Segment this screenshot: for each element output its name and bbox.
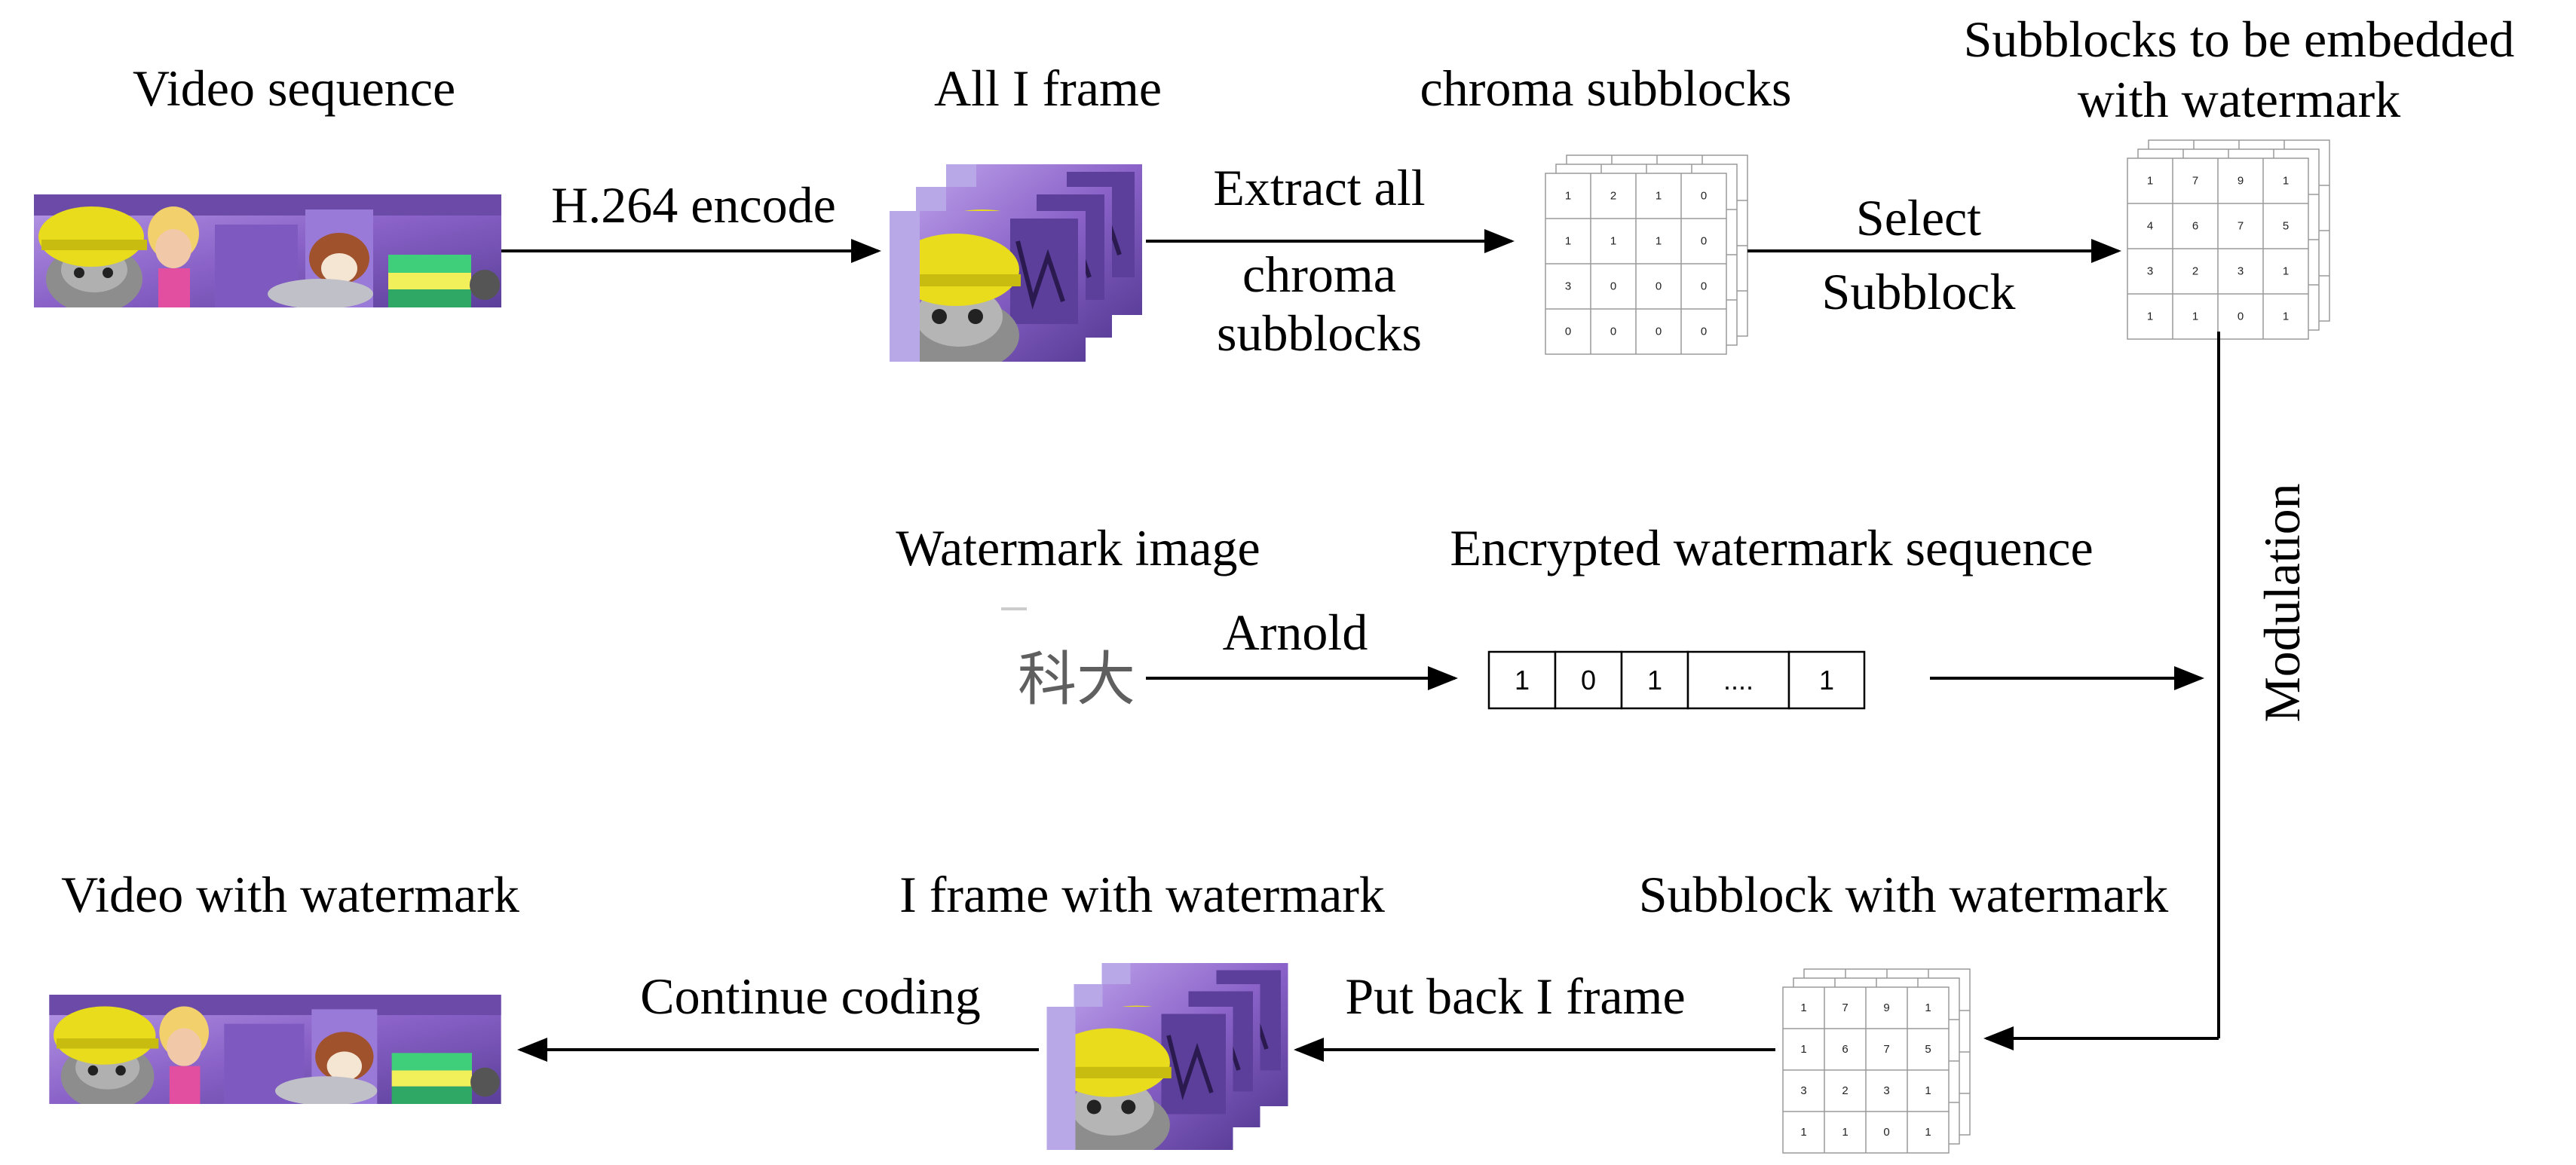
video-sequence-image: [34, 194, 501, 307]
matrix-cell: 1: [1800, 1126, 1806, 1139]
matrix-cell: 1: [2283, 175, 2289, 188]
label-extract-1: Extract all: [1213, 159, 1425, 216]
matrix-cell: 1: [2192, 310, 2198, 323]
sequence-cell: [1487, 650, 1557, 710]
sequence-cell: [1620, 650, 1689, 710]
matrix-cell: 3: [2147, 265, 2153, 278]
label-put-back-i-frame: Put back I frame: [1345, 968, 1685, 1025]
matrix-cell: 5: [1925, 1043, 1931, 1056]
sequence-cell-value: 1: [1515, 665, 1530, 696]
matrix-cell: 7: [2192, 175, 2198, 188]
matrix-cell: 7: [1842, 1001, 1848, 1014]
matrix-cell: 1: [1656, 235, 1662, 248]
matrix-cell: 9: [1883, 1001, 1889, 1014]
matrix-cell: 2: [2192, 265, 2198, 278]
matrix-cell: 1: [2147, 310, 2153, 323]
matrix-cell: 0: [1610, 280, 1616, 293]
label-extract-2: chroma: [1242, 246, 1396, 303]
label-modulation: Modulation: [2253, 483, 2311, 722]
matrix-cell: 1: [1656, 190, 1662, 203]
matrix-cell: 1: [2283, 265, 2289, 278]
matrix-cell: 2: [1842, 1084, 1848, 1097]
matrix-cell: 7: [1883, 1043, 1889, 1056]
label-video-sequence: Video sequence: [133, 60, 455, 117]
label-arnold: Arnold: [1223, 604, 1368, 661]
label-subblocks-embed-2: with watermark: [2078, 71, 2401, 128]
matrix-cell: 6: [1842, 1043, 1848, 1056]
matrix-cell: 0: [1610, 326, 1616, 338]
sequence-cell: [1787, 650, 1866, 710]
matrix-cell: 0: [1656, 280, 1662, 293]
watermark-image-tick: [1001, 607, 1027, 610]
matrix-cell: 0: [1701, 235, 1707, 248]
sequence-cell-value: 1: [1647, 665, 1662, 696]
label-select-1: Select: [1856, 189, 1981, 246]
matrix-cell: 0: [1656, 326, 1662, 338]
matrix-cell: 5: [2283, 220, 2289, 233]
label-continue-coding: Continue coding: [640, 968, 980, 1025]
matrix-cell: 1: [1800, 1043, 1806, 1056]
matrix-cell: 2: [1610, 190, 1616, 203]
matrix-cell: 3: [1565, 280, 1571, 293]
matrix-cell: 3: [1883, 1084, 1889, 1097]
label-select-2: Subblock: [1822, 263, 2016, 320]
encrypted-watermark-sequence: 1 0 1.... 1: [1487, 650, 1866, 710]
matrix-cell: 1: [1610, 235, 1616, 248]
matrix-cell: 1: [1925, 1001, 1931, 1014]
sequence-cell-value: 0: [1581, 665, 1596, 696]
matrix-cell: 7: [2238, 220, 2244, 233]
label-chroma-subblocks: chroma subblocks: [1420, 60, 1792, 117]
label-subblocks-embed-1: Subblocks to be embedded: [1964, 11, 2515, 68]
label-extract-3: subblocks: [1217, 304, 1422, 362]
matrix-cell: 0: [1883, 1126, 1889, 1139]
label-all-i-frame: All I frame: [934, 60, 1162, 117]
matrix-cell: 1: [1842, 1126, 1848, 1139]
matrix-cell: 1: [2283, 310, 2289, 323]
matrix-cell: 6: [2192, 220, 2198, 233]
video-with-watermark-image: [49, 995, 501, 1104]
label-i-frame-with-watermark: I frame with watermark: [899, 866, 1385, 923]
sequence-cell: [1554, 650, 1623, 710]
watermarked-i-frame-stack: [1047, 963, 1288, 1160]
matrix-cell: 0: [2238, 310, 2244, 323]
chroma-subblock-stack: 1 2 1 0 1 1 1 0 3 0 0 0 0 0 0 0: [1545, 154, 1748, 355]
i-frame-stack: [890, 164, 1142, 373]
matrix-cell: 0: [1701, 280, 1707, 293]
label-video-with-watermark: Video with watermark: [61, 866, 519, 923]
label-encrypted-sequence: Encrypted watermark sequence: [1450, 519, 2093, 576]
label-subblock-with-watermark: Subblock with watermark: [1639, 866, 2169, 923]
sequence-cell-value: 1: [1819, 665, 1834, 696]
matrix-cell: 9: [2238, 175, 2244, 188]
matrix-cell: 1: [1925, 1126, 1931, 1139]
matrix-cell: 1: [1800, 1001, 1806, 1014]
matrix-cell: 3: [2238, 265, 2244, 278]
matrix-cell: 1: [1925, 1084, 1931, 1097]
matrix-cell: 4: [2147, 220, 2153, 233]
matrix-cell: 0: [1565, 326, 1571, 338]
label-watermark-image: Watermark image: [896, 519, 1260, 576]
matrix-cell: 1: [1565, 190, 1571, 203]
watermark-image: 科大: [1018, 646, 1135, 714]
sequence-cell-value: ....: [1723, 665, 1754, 696]
label-h264-encode: H.264 encode: [551, 176, 836, 234]
matrix-cell: 0: [1701, 190, 1707, 203]
sequence-cell: [1686, 650, 1790, 710]
matrix-cell: 3: [1800, 1084, 1806, 1097]
matrix-cell: 1: [1565, 235, 1571, 248]
matrix-cell: 1: [2147, 175, 2153, 188]
matrix-cell: 0: [1701, 326, 1707, 338]
